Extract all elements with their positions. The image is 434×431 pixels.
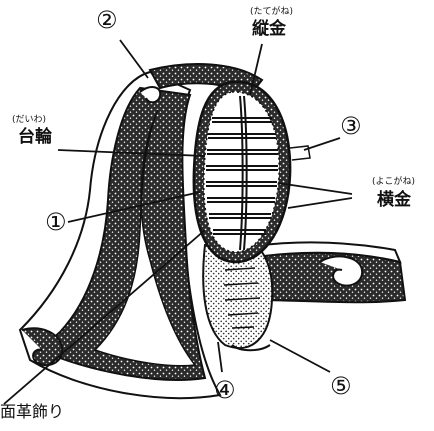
leader-n4 (218, 342, 222, 372)
label-n1: ① (45, 210, 67, 234)
label-yokogane: 横金 (377, 192, 411, 209)
leader-n2 (120, 40, 148, 78)
label-daiwa-ruby: (だいわ) (12, 116, 46, 125)
label-n3: ③ (340, 114, 362, 138)
leader-yokogane-2 (288, 198, 352, 208)
label-n4: ④ (214, 378, 236, 402)
label-menkawa: 面革飾り (0, 404, 64, 420)
label-daiwa: 台輪 (18, 129, 52, 146)
label-tategane-ruby: (たてがね) (250, 8, 293, 17)
leader-n5 (270, 340, 330, 372)
leader-n3 (304, 138, 340, 150)
label-n5: ⑤ (330, 374, 352, 398)
label-yokogane-ruby: (よこがね) (372, 178, 415, 187)
label-n2: ② (96, 8, 118, 32)
label-tategane: 縦金 (252, 21, 286, 38)
